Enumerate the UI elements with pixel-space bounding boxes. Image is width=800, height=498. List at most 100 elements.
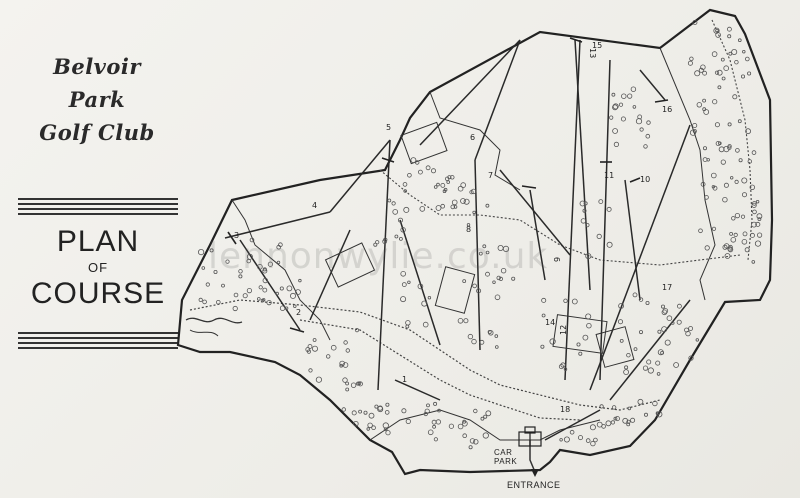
tree-icon: [402, 182, 408, 187]
tree-icon: [238, 274, 243, 279]
tree-icon: [632, 292, 638, 298]
tree-icon: [385, 430, 391, 436]
tree-icon: [363, 410, 368, 415]
tree-icon: [306, 349, 311, 354]
tree-icon: [405, 418, 411, 424]
tree-icon: [609, 115, 614, 120]
hole-number-18: 18: [560, 405, 570, 414]
tree-icon: [571, 298, 578, 305]
tree-icon: [755, 199, 760, 204]
tree-icon: [485, 203, 490, 208]
tree-icon: [435, 205, 442, 211]
tree-icon: [460, 182, 467, 188]
tree-icon: [405, 320, 411, 326]
tree-icon: [382, 422, 389, 429]
tree-icon: [623, 369, 629, 376]
tree-icon: [436, 182, 440, 187]
tree-icon: [479, 339, 485, 345]
tree-icon: [293, 304, 297, 308]
tree-icon: [618, 302, 624, 309]
tree-icon: [461, 420, 468, 427]
tree-icon: [633, 347, 638, 352]
tree-icon: [646, 120, 651, 125]
tree-icon: [612, 128, 618, 134]
tree-icon: [731, 216, 736, 221]
tree-icon: [676, 319, 682, 325]
tree-icon: [601, 424, 606, 429]
tree-icon: [540, 344, 545, 349]
tree-icon: [256, 297, 261, 301]
tree-icon: [307, 344, 313, 349]
tree-icon: [670, 321, 675, 325]
tree-icon: [209, 248, 214, 253]
tree-icon: [284, 306, 289, 310]
tree-icon: [656, 372, 661, 376]
tree-icon: [430, 168, 436, 174]
tree-icon: [354, 327, 360, 333]
club-title-line1: Belvoir Park: [53, 54, 141, 112]
tree-icon: [627, 406, 632, 411]
tree-icon: [620, 116, 626, 122]
tree-icon: [433, 437, 438, 442]
tree-icon: [400, 227, 406, 233]
tree-icon: [689, 56, 694, 61]
tree-icon: [612, 103, 619, 110]
tree-icon: [315, 376, 322, 383]
fairway-9: [499, 169, 571, 256]
tree-icon: [480, 416, 485, 421]
tree-icon: [198, 297, 203, 302]
tree-icon: [645, 300, 650, 305]
tree-icon: [275, 291, 279, 296]
tree-icon: [198, 249, 205, 256]
tree-icon: [487, 329, 492, 334]
tree-icon: [262, 268, 268, 274]
tree-icon: [734, 179, 739, 184]
tree-icon: [433, 401, 438, 406]
tree-icon: [201, 266, 206, 270]
tree-icon: [377, 406, 384, 413]
tree-icon: [462, 419, 467, 424]
tree-icon: [232, 305, 238, 312]
green: [324, 242, 376, 288]
tree-icon: [473, 408, 478, 414]
tree-icon: [647, 367, 654, 374]
tree-icon: [202, 299, 207, 305]
tree-icon: [246, 287, 252, 294]
tree-icon: [755, 221, 761, 227]
plan-title: PLAN OF COURSE: [18, 226, 178, 310]
fairway-2: [239, 239, 301, 331]
tree-icon: [342, 362, 349, 368]
tree-icon: [710, 172, 717, 179]
tree-icon: [400, 296, 407, 303]
tree-icon: [723, 182, 729, 188]
hole-number-10: 10: [640, 175, 650, 184]
tree-icon: [279, 305, 286, 311]
tee-mark: [521, 185, 537, 189]
tree-icon: [756, 213, 763, 220]
fairway-3: [224, 211, 331, 239]
tree-icon: [485, 271, 490, 277]
club-title: Belvoir Park Golf Club: [22, 50, 172, 149]
tree-icon: [751, 202, 757, 208]
hole-number-2: 2: [296, 308, 301, 317]
tree-icon: [596, 233, 602, 239]
top-rule: [18, 198, 178, 218]
tree-icon: [677, 303, 682, 309]
tree-icon: [626, 353, 631, 358]
tree-icon: [698, 67, 704, 73]
tree-icon: [374, 404, 379, 409]
tree-icon: [740, 214, 746, 219]
tree-icon: [688, 326, 693, 331]
hole-number-17: 17: [662, 283, 672, 292]
green: [400, 121, 448, 165]
tree-icon: [578, 351, 583, 356]
tree-icon: [494, 294, 501, 301]
tree-icon: [448, 423, 454, 429]
tree-icon: [733, 232, 738, 237]
tree-icon: [632, 105, 637, 109]
tree-icon: [590, 440, 596, 447]
tree-icon: [585, 313, 592, 320]
tee-mark: [629, 177, 641, 183]
tree-icon: [373, 242, 378, 247]
